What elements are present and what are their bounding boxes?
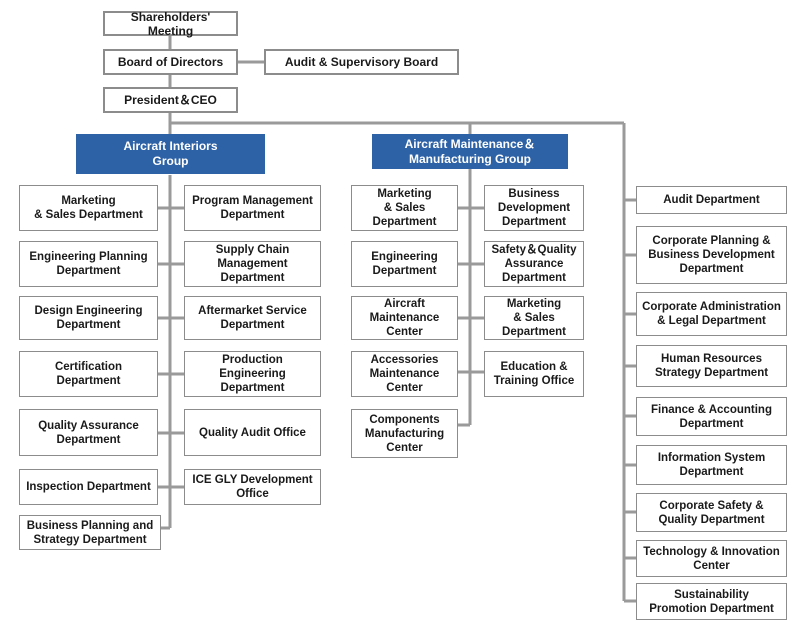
maintenance-dept-box: Business Development Department	[484, 185, 584, 231]
maintenance-dept-box: Engineering Department	[351, 241, 458, 287]
corporate-dept-box: Sustainability Promotion Department	[636, 583, 787, 620]
maintenance-dept-box: Marketing & Sales Department	[351, 185, 458, 231]
corporate-dept-box: Corporate Planning & Business Developmen…	[636, 226, 787, 284]
aircraft-maintenance-group-box: Aircraft Maintenance＆ Manufacturing Grou…	[372, 134, 568, 169]
corporate-dept-box: Corporate Safety & Quality Department	[636, 493, 787, 532]
corporate-dept-box: Audit Department	[636, 186, 787, 214]
interiors-dept-box: Program Management Department	[184, 185, 321, 231]
interiors-dept-box: Aftermarket Service Department	[184, 296, 321, 340]
corporate-dept-box: Information System Department	[636, 445, 787, 485]
corporate-dept-box: Human Resources Strategy Department	[636, 345, 787, 387]
maintenance-dept-box: Accessories Maintenance Center	[351, 351, 458, 397]
interiors-dept-box: Certification Department	[19, 351, 158, 397]
interiors-dept-box: Production Engineering Department	[184, 351, 321, 397]
board-of-directors-box: Board of Directors	[103, 49, 238, 75]
audit-supervisory-board-box: Audit & Supervisory Board	[264, 49, 459, 75]
interiors-dept-box: Design Engineering Department	[19, 296, 158, 340]
interiors-dept-box: Business Planning and Strategy Departmen…	[19, 515, 161, 550]
interiors-dept-box: Quality Assurance Department	[19, 409, 158, 456]
maintenance-dept-box: Marketing & Sales Department	[484, 296, 584, 340]
maintenance-dept-box: Safety＆Quality Assurance Department	[484, 241, 584, 287]
interiors-dept-box: Supply Chain Management Department	[184, 241, 321, 287]
interiors-dept-box: ICE GLY Development Office	[184, 469, 321, 505]
maintenance-dept-box: Aircraft Maintenance Center	[351, 296, 458, 340]
maintenance-dept-box: Components Manufacturing Center	[351, 409, 458, 458]
maintenance-dept-box: Education & Training Office	[484, 351, 584, 397]
interiors-dept-box: Marketing & Sales Department	[19, 185, 158, 231]
corporate-dept-box: Corporate Administration & Legal Departm…	[636, 292, 787, 336]
interiors-dept-box: Quality Audit Office	[184, 409, 321, 456]
president-ceo-box: President＆CEO	[103, 87, 238, 113]
shareholders-meeting-box: Shareholders' Meeting	[103, 10, 238, 38]
interiors-dept-box: Engineering Planning Department	[19, 241, 158, 287]
corporate-dept-box: Finance & Accounting Department	[636, 397, 787, 436]
interiors-dept-box: Inspection Department	[19, 469, 158, 505]
corporate-dept-box: Technology & Innovation Center	[636, 540, 787, 577]
aircraft-interiors-group-box: Aircraft Interiors Group	[76, 134, 265, 174]
